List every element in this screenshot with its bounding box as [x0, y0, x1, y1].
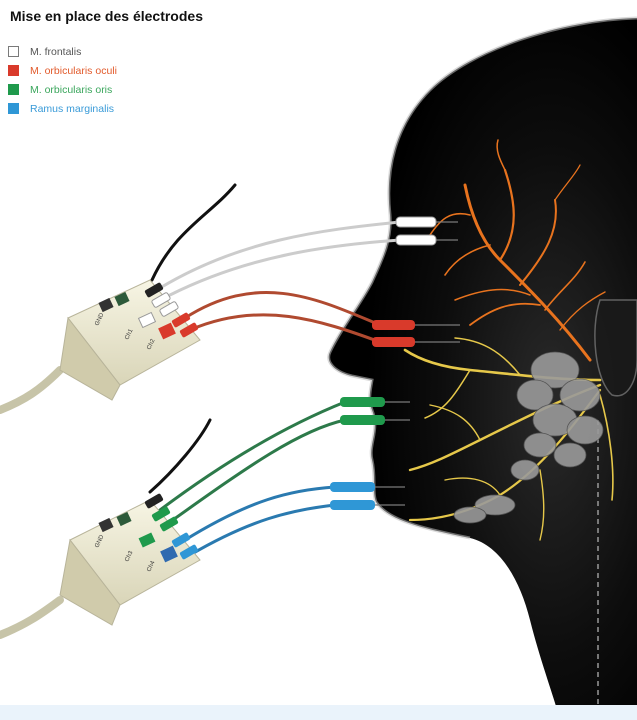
- electrodes-ramus-marginalis: [330, 482, 375, 510]
- legend-item-orbicularis-oculi: M. orbicularis oculi: [8, 61, 117, 80]
- top-connector-cables: [0, 185, 400, 410]
- footer-band: [0, 705, 637, 720]
- legend-label-frontalis: M. frontalis: [30, 46, 81, 58]
- legend-item-orbicularis-oris: M. orbicularis oris: [8, 80, 117, 99]
- legend-swatch-orbicularis-oris: [8, 84, 19, 95]
- legend-swatch-frontalis: [8, 46, 19, 57]
- head-silhouette: [329, 18, 637, 720]
- legend-item-ramus-marginalis: Ramus marginalis: [8, 99, 117, 118]
- legend-label-orbicularis-oculi: M. orbicularis oculi: [30, 65, 117, 77]
- legend-swatch-ramus-marginalis: [8, 103, 19, 114]
- legend-label-ramus-marginalis: Ramus marginalis: [30, 103, 114, 115]
- legend-label-orbicularis-oris: M. orbicularis oris: [30, 84, 112, 96]
- legend-item-frontalis: M. frontalis: [8, 42, 117, 61]
- legend: M. frontalis M. orbicularis oculi M. orb…: [8, 42, 117, 118]
- page-title: Mise en place des électrodes: [10, 8, 203, 24]
- legend-swatch-orbicularis-oculi: [8, 65, 19, 76]
